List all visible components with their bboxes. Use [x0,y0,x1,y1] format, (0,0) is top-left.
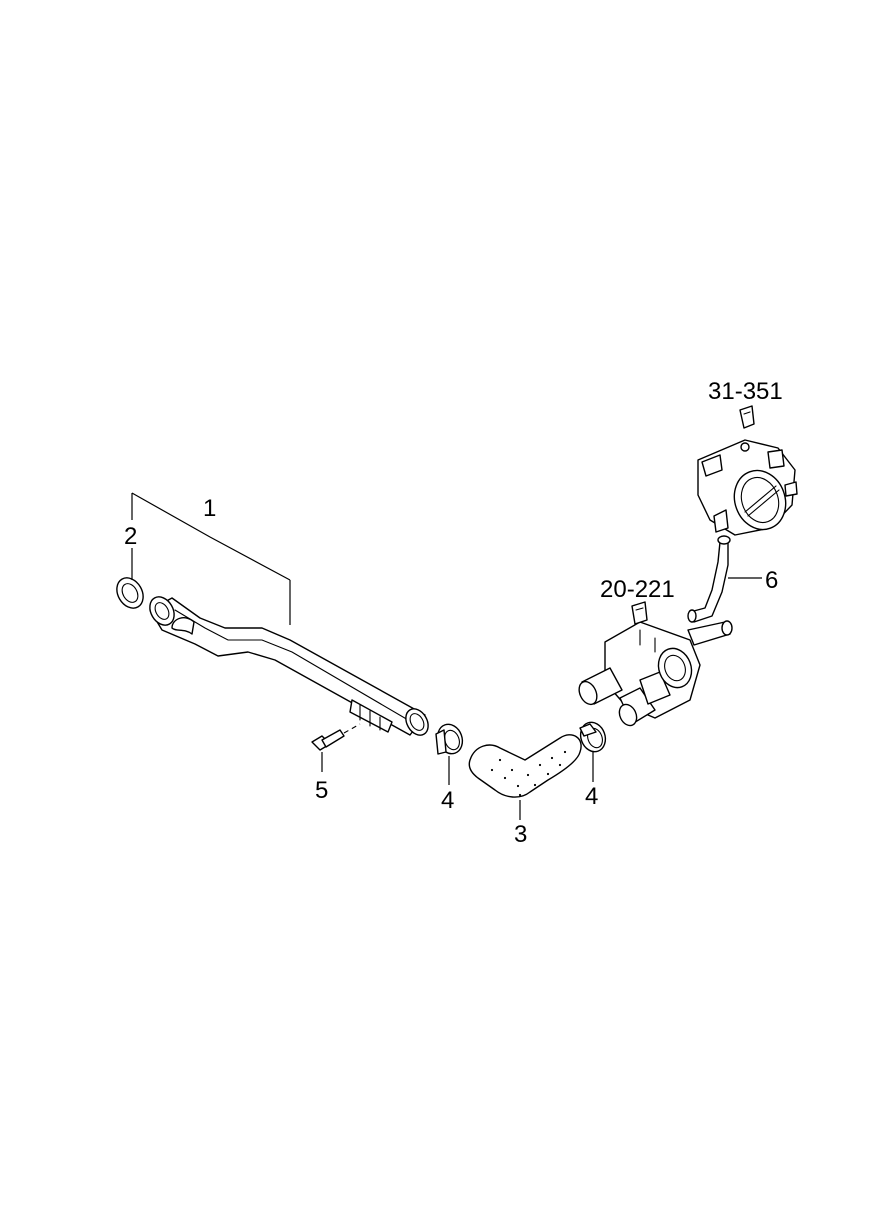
bypass-hose [687,535,731,623]
callout-3: 3 [514,821,527,848]
hose-texture [490,750,567,797]
callout-2: 2 [124,523,137,550]
hose-clamp-left [435,723,464,755]
o-ring [116,577,144,609]
water-hose [468,734,582,798]
flange-bolt [311,723,361,751]
callout-1: 1 [203,495,216,522]
thermostat-housing [578,620,733,727]
hose-clamp-right [579,721,607,753]
reference-tag-icon [631,601,648,625]
throttle-body [697,439,798,536]
callout-5: 5 [315,777,328,804]
leader-lines [131,492,762,820]
callout-4-right: 4 [585,783,598,810]
callout-ref-thermostat: 20-221 [600,576,675,603]
callout-6: 6 [765,567,778,594]
water-pipe [149,596,429,736]
callout-4-left: 4 [441,787,454,814]
callout-ref-throttle: 31-351 [708,378,783,405]
reference-tag-icon [739,405,755,429]
